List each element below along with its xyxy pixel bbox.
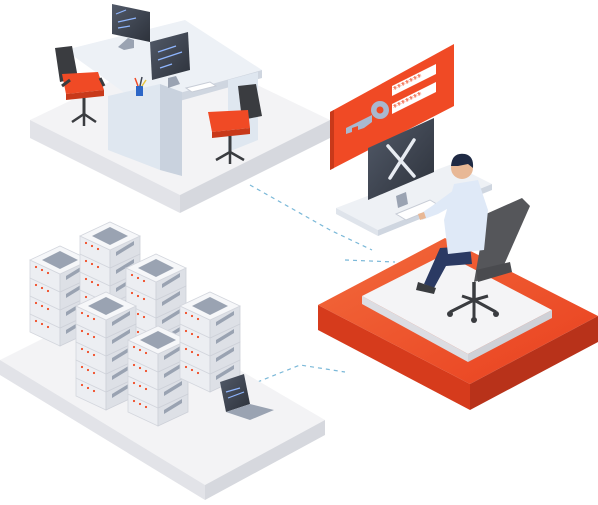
server-platform: [0, 221, 325, 500]
wrench-screwdriver-icon: [386, 138, 416, 180]
server-top: [79, 221, 141, 251]
server-rack-group: [29, 221, 241, 427]
network-connectors: [249, 184, 396, 386]
server-stack: [29, 245, 91, 347]
workstation-platform: [318, 238, 598, 410]
password-field-1: [392, 64, 436, 96]
office-monitor-left: [112, 4, 150, 50]
pencil-cup-icon: [134, 76, 147, 96]
office-platform: [30, 4, 330, 213]
server-unit: [75, 323, 137, 357]
password-field-2: [392, 82, 436, 114]
server-stack: [79, 221, 141, 323]
office-chair-right: [208, 84, 262, 164]
server-stack: [127, 325, 189, 427]
server-top: [179, 291, 241, 321]
office-chair-left: [55, 46, 106, 126]
operator-with-chair: [416, 153, 530, 323]
server-unit: [125, 267, 187, 301]
server-top: [29, 245, 91, 275]
server-top: [75, 291, 137, 321]
server-stack: [75, 291, 137, 411]
server-unit: [179, 323, 241, 357]
server-top: [125, 253, 187, 283]
office-monitor-right: [150, 32, 190, 88]
server-unit: [75, 305, 137, 339]
office-keyboard: [184, 81, 218, 93]
key-icon: [346, 101, 389, 134]
laptop-icon: [220, 374, 274, 420]
server-unit: [127, 375, 189, 409]
workstation-monitor: [368, 118, 434, 208]
login-panel: ******* *******: [330, 44, 454, 170]
server-stack: [179, 291, 241, 393]
